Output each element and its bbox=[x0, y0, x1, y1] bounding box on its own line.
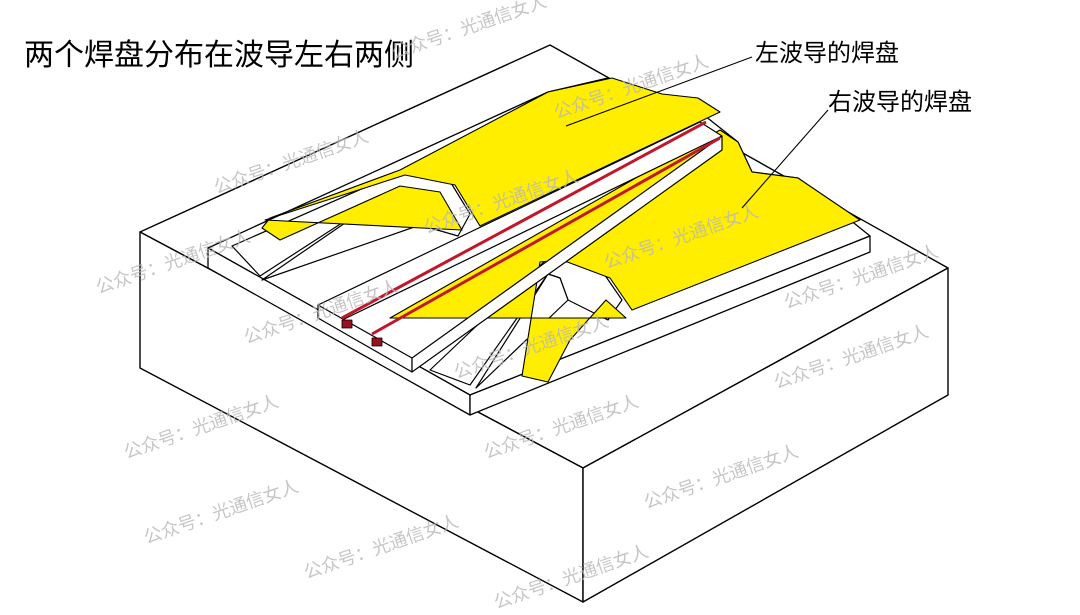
slot-lower-inner bbox=[475, 273, 569, 389]
right-waveguide-facet bbox=[371, 337, 383, 347]
leader-left-pad bbox=[565, 56, 753, 127]
label-right-pad: 右波导的焊盘 bbox=[828, 88, 972, 116]
block-right-face bbox=[582, 267, 949, 603]
leader-lines bbox=[565, 56, 829, 209]
diagram-title: 两个焊盘分布在波导左右两侧 bbox=[24, 38, 414, 73]
leader-right-pad bbox=[741, 109, 829, 209]
platform-right-side bbox=[469, 235, 871, 416]
left-waveguide-facet bbox=[341, 319, 353, 329]
right-waveguide bbox=[371, 136, 721, 336]
ridge-side bbox=[411, 135, 723, 373]
right-waveguide-pad bbox=[389, 129, 861, 383]
left-waveguide bbox=[341, 120, 707, 320]
left-waveguide-pad bbox=[261, 77, 721, 241]
pads bbox=[261, 77, 861, 383]
waveguide-ridge bbox=[317, 120, 723, 373]
label-left-pad: 左波导的焊盘 bbox=[755, 39, 899, 67]
